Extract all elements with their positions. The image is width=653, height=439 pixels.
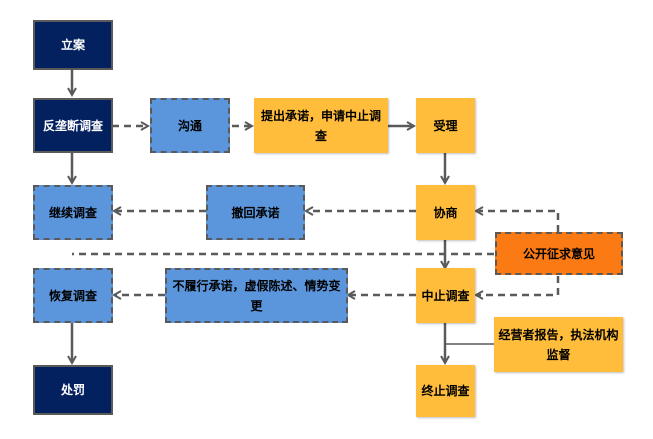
- node-label: 处罚: [60, 383, 85, 397]
- node-zhongzhi: 中止调查: [416, 268, 475, 323]
- arrow-gongkai-to-zhongzhi: [476, 276, 560, 295]
- node-shouli: 受理: [416, 98, 475, 153]
- node-goutong: 沟通: [150, 98, 230, 153]
- node-gongkai: 公开征求意见: [495, 232, 623, 275]
- node-chufa: 处罚: [33, 365, 113, 415]
- node-label: 提出承诺，申请中止调查: [260, 108, 381, 143]
- node-label: 公开征求意见: [522, 246, 595, 261]
- node-label: 受理: [433, 118, 458, 133]
- node-bulvxing: 不履行承诺，虚假陈述、情势变更: [165, 268, 348, 323]
- node-label: 不履行承诺，虚假陈述、情势变更: [172, 278, 341, 313]
- node-huifu: 恢复调查: [33, 268, 113, 323]
- node-label: 协商: [433, 205, 458, 220]
- node-jixu: 继续调查: [33, 185, 113, 240]
- node-label: 中止调查: [421, 288, 470, 303]
- node-fanlongduan: 反垄断调查: [33, 98, 113, 153]
- node-label: 恢复调查: [48, 288, 97, 303]
- node-label: 撤回承诺: [231, 205, 280, 220]
- node-label: 经营者报告，执法机构监督: [498, 327, 619, 362]
- node-label: 继续调查: [48, 205, 97, 220]
- node-tichu: 提出承诺，申请中止调查: [254, 98, 388, 153]
- node-chehui: 撤回承诺: [206, 185, 305, 240]
- node-jingyingzhe: 经营者报告，执法机构监督: [494, 317, 623, 372]
- node-label: 反垄断调查: [42, 118, 103, 133]
- node-xieshang: 协商: [416, 185, 475, 240]
- node-label: 沟通: [177, 118, 202, 133]
- node-lian: 立案: [33, 20, 113, 70]
- node-label: 终止调查: [421, 384, 470, 398]
- node-label: 立案: [60, 38, 85, 52]
- arrow-gongkai-to-xieshang: [476, 211, 560, 232]
- node-zhongzhi-end: 终止调查: [416, 365, 475, 417]
